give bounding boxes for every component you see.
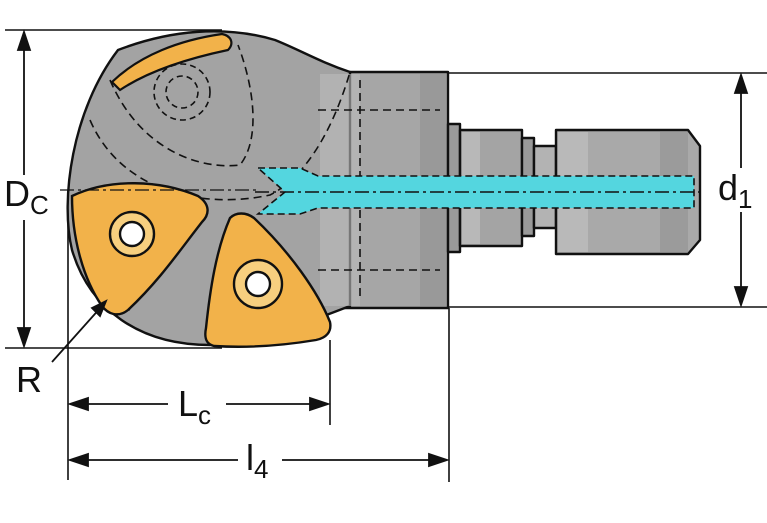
coolant-channel: [255, 167, 700, 215]
extension-lines: [5, 29, 767, 482]
lc-arrow-left: [67, 396, 89, 412]
d1-arrow-bottom: [733, 286, 749, 308]
left-insert-hole: [118, 220, 146, 248]
top-screw-hidden: [153, 63, 211, 121]
l4-arrow-left: [67, 452, 89, 468]
dc-arrow-top: [16, 29, 32, 51]
r-arrow: [90, 299, 108, 318]
l4-label: l4: [246, 437, 268, 484]
lower-insert: [204, 212, 332, 348]
left-insert: [70, 182, 209, 316]
d1-arrow-top: [733, 72, 749, 94]
dc-arrow-bottom: [16, 327, 32, 349]
l4-arrow-right: [428, 452, 450, 468]
d1-label: d1: [718, 167, 753, 214]
lower-insert-hole: [244, 270, 272, 298]
lc-label: Lc: [178, 383, 211, 430]
dc-label: DC: [4, 173, 49, 220]
lc-arrow-right: [309, 396, 331, 412]
r-label: R: [16, 359, 42, 400]
top-insert: [110, 32, 233, 92]
dimension-labels: DC d1 R Lc l4: [4, 167, 753, 484]
dimension-lines: [16, 29, 749, 468]
